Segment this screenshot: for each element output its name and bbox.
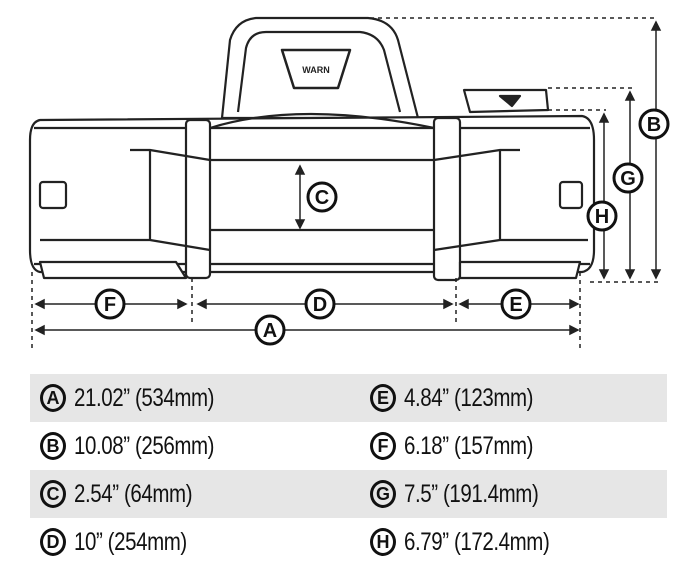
dimension-badges: A B C D E F G H	[94, 108, 670, 346]
svg-text:G: G	[620, 168, 636, 190]
spec-row: A 21.02” (534mm) E 4.84” (123mm)	[30, 374, 667, 422]
spec-value: 10.08” (256mm)	[74, 431, 215, 460]
badge-b: B	[638, 108, 670, 140]
badge-f: F	[94, 288, 126, 320]
spec-row: D 10” (254mm) H 6.79” (172.4mm)	[30, 518, 667, 566]
spec-value: 4.84” (123mm)	[404, 383, 534, 412]
spec-row: B 10.08” (256mm) F 6.18” (157mm)	[30, 422, 667, 470]
letter-badge: E	[370, 384, 396, 412]
spec-value: 7.5” (191.4mm)	[404, 479, 539, 508]
letter-badge: H	[370, 528, 396, 556]
badge-c: C	[306, 181, 338, 213]
badge-h: H	[586, 200, 618, 232]
spec-b: B 10.08” (256mm)	[30, 432, 370, 461]
spec-value: 21.02” (534mm)	[74, 383, 215, 412]
svg-text:C: C	[315, 187, 329, 209]
spec-row: C 2.54” (64mm) G 7.5” (191.4mm)	[30, 470, 667, 518]
letter-badge: C	[40, 480, 66, 508]
badge-e: E	[500, 288, 532, 320]
letter-badge: G	[370, 480, 396, 508]
svg-text:A: A	[263, 320, 277, 342]
dimension-spec-table: A 21.02” (534mm) E 4.84” (123mm) B 10.08” (…	[30, 374, 667, 566]
svg-text:B: B	[647, 114, 661, 136]
spec-g: G 7.5” (191.4mm)	[370, 480, 667, 509]
spec-h: H 6.79” (172.4mm)	[370, 528, 667, 557]
spec-a: A 21.02” (534mm)	[30, 384, 370, 413]
winch-drawing: WARN	[28, 16, 596, 282]
spec-f: F 6.18” (157mm)	[370, 432, 667, 461]
svg-text:D: D	[313, 294, 327, 316]
spec-e: E 4.84” (123mm)	[370, 384, 667, 413]
spec-value: 6.18” (157mm)	[404, 431, 534, 460]
svg-text:H: H	[595, 206, 609, 228]
badge-g: G	[612, 162, 644, 194]
spec-value: 2.54” (64mm)	[74, 479, 193, 508]
badge-d: D	[304, 288, 336, 320]
spec-value: 6.79” (172.4mm)	[404, 527, 550, 556]
spec-c: C 2.54” (64mm)	[30, 480, 370, 509]
spec-value: 10” (254mm)	[74, 527, 187, 556]
warn-logo: WARN	[302, 65, 330, 75]
svg-text:F: F	[104, 294, 116, 316]
spec-d: D 10” (254mm)	[30, 528, 370, 557]
letter-badge: B	[40, 432, 66, 460]
svg-text:E: E	[509, 294, 522, 316]
badge-a: A	[254, 314, 286, 346]
letter-badge: D	[40, 528, 66, 556]
letter-badge: F	[370, 432, 396, 460]
letter-badge: A	[40, 384, 66, 412]
winch-dimension-diagram: WARN A B C D E	[28, 16, 670, 350]
